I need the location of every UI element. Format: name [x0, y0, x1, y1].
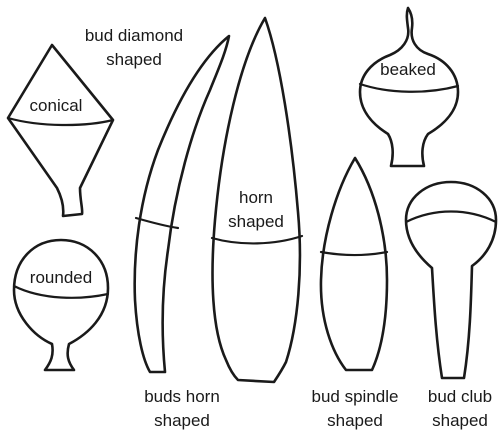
label-bud-club-shaped: bud club shaped [420, 385, 500, 433]
spindle-bud [321, 158, 387, 370]
beaked-bud [360, 8, 458, 166]
label-horn-line2: shaped [216, 210, 296, 234]
label-bud-spindle-line2: shaped [300, 409, 410, 433]
label-buds-horn-shaped: buds horn shaped [128, 385, 236, 433]
label-rounded: rounded [20, 266, 102, 290]
club-bud [406, 182, 496, 378]
label-bud-club-line1: bud club [420, 385, 500, 409]
label-horn-line1: horn [216, 186, 296, 210]
label-bud-spindle-line1: bud spindle [300, 385, 410, 409]
label-bud-diamond-line2: shaped [72, 48, 196, 72]
label-bud-club-line2: shaped [420, 409, 500, 433]
label-buds-horn-line2: shaped [128, 409, 236, 433]
label-conical: conical [20, 94, 92, 118]
label-buds-horn-line1: buds horn [128, 385, 236, 409]
rounded-bud [14, 240, 108, 370]
label-beaked: beaked [368, 58, 448, 82]
label-bud-spindle-shaped: bud spindle shaped [300, 385, 410, 433]
label-horn-shaped: horn shaped [216, 186, 296, 234]
label-bud-diamond-line1: bud diamond [72, 24, 196, 48]
label-bud-diamond-shaped: bud diamond shaped [72, 24, 196, 72]
